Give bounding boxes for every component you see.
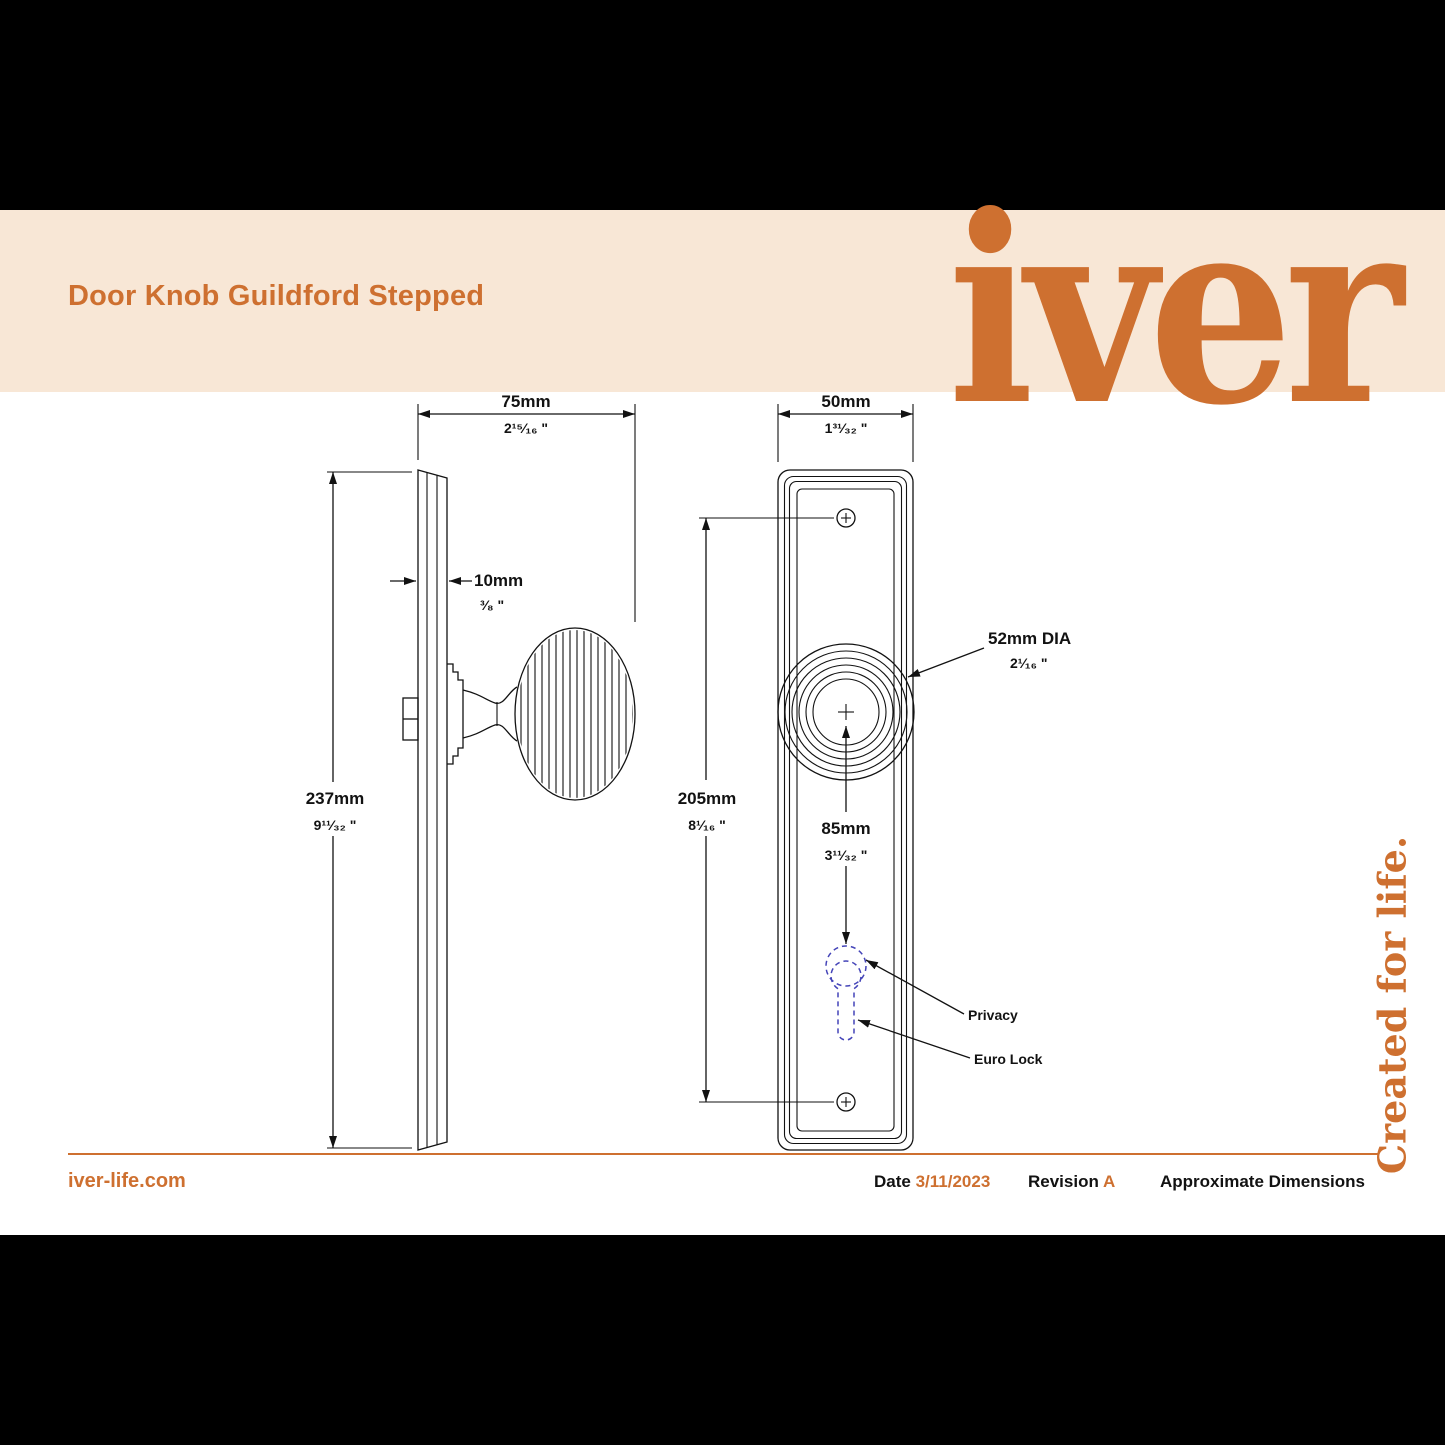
dim-projection-mm: 75mm [501, 392, 550, 411]
side-spindle-detail [402, 697, 419, 741]
euro-lock-label: Euro Lock [974, 1051, 1043, 1067]
dim-projection-in: 2¹⁵⁄₁₆ " [504, 420, 548, 436]
footer-rule [68, 1153, 1378, 1155]
screw-top [836, 508, 856, 528]
screw-bottom [836, 1092, 856, 1112]
side-knob-neck [462, 686, 518, 742]
knob-diameter-in-label: 2¹⁄₁₆ " [1010, 655, 1047, 671]
dim-knob-to-keyhole-in: 3¹¹⁄₃₂ " [825, 847, 868, 863]
revision-field: Revision A [1028, 1172, 1115, 1192]
leader-privacy: Privacy [865, 959, 1018, 1023]
brand-logo: iver [947, 159, 1404, 462]
front-backplate [777, 469, 914, 1151]
side-view: 75mm 2¹⁵⁄₁₆ " 10mm ³⁄₈ " 237mm 9¹¹⁄₃₂ " [304, 392, 636, 1151]
side-rose-collar [447, 663, 464, 765]
dim-height-in: 9¹¹⁄₃₂ " [314, 817, 357, 833]
dim-thickness-10mm: 10mm ³⁄₈ " [390, 571, 523, 613]
dim-knob-to-keyhole-85mm: 85mm 3¹¹⁄₃₂ " [815, 726, 877, 944]
dim-plate-width-mm: 50mm [821, 392, 870, 411]
page-title: Door Knob Guildford Stepped [68, 280, 485, 312]
keyhole-options [825, 945, 867, 1041]
dim-knob-to-keyhole-mm: 85mm [821, 819, 870, 838]
dim-plate-width-50mm: 50mm 1³¹⁄₃₂ " [777, 392, 914, 462]
side-backplate [417, 469, 448, 1151]
front-view: 50mm 1³¹⁄₃₂ " 205mm 8¹⁄₁₆ " 85mm 3¹¹⁄₃₂ … [674, 392, 1071, 1151]
date-field: Date 3/11/2023 [874, 1172, 990, 1192]
knob-reeding [520, 630, 633, 798]
revision-label: Revision [1028, 1172, 1099, 1191]
revision-value: A [1102, 1172, 1116, 1191]
leader-knob-diameter: 52mm DIA 2¹⁄₁₆ " [907, 629, 1071, 678]
dimensions-note: Approximate Dimensions [1160, 1172, 1365, 1191]
privacy-label: Privacy [968, 1007, 1018, 1023]
knob-diameter-label: 52mm DIA [988, 629, 1071, 648]
leader-euro-lock: Euro Lock [857, 1019, 1043, 1067]
dim-height-mm: 237mm [306, 789, 365, 808]
dim-thickness-in: ³⁄₈ " [480, 597, 504, 613]
dim-plate-width-in: 1³¹⁄₃₂ " [825, 420, 868, 436]
dim-screw-centres-in: 8¹⁄₁₆ " [688, 817, 725, 833]
bottom-black-bar [0, 1235, 1445, 1445]
date-label: Date [874, 1172, 911, 1191]
euro-lock-outline [830, 960, 862, 1041]
technical-drawing: 75mm 2¹⁵⁄₁₆ " 10mm ³⁄₈ " 237mm 9¹¹⁄₃₂ " [304, 392, 1071, 1151]
dim-screw-centres-mm: 205mm [678, 789, 737, 808]
date-value: 3/11/2023 [915, 1172, 991, 1191]
website-link[interactable]: iver-life.com [68, 1170, 186, 1192]
dim-projection-75mm: 75mm 2¹⁵⁄₁₆ " [417, 392, 636, 622]
side-knob-bulb [514, 627, 636, 801]
header-band [0, 210, 1445, 392]
top-black-bar [0, 0, 1445, 210]
dim-height-237mm: 237mm 9¹¹⁄₃₂ " [304, 471, 412, 1149]
dim-thickness-mm: 10mm [474, 571, 523, 590]
dim-screw-centres-205mm: 205mm 8¹⁄₁₆ " [674, 517, 834, 1103]
